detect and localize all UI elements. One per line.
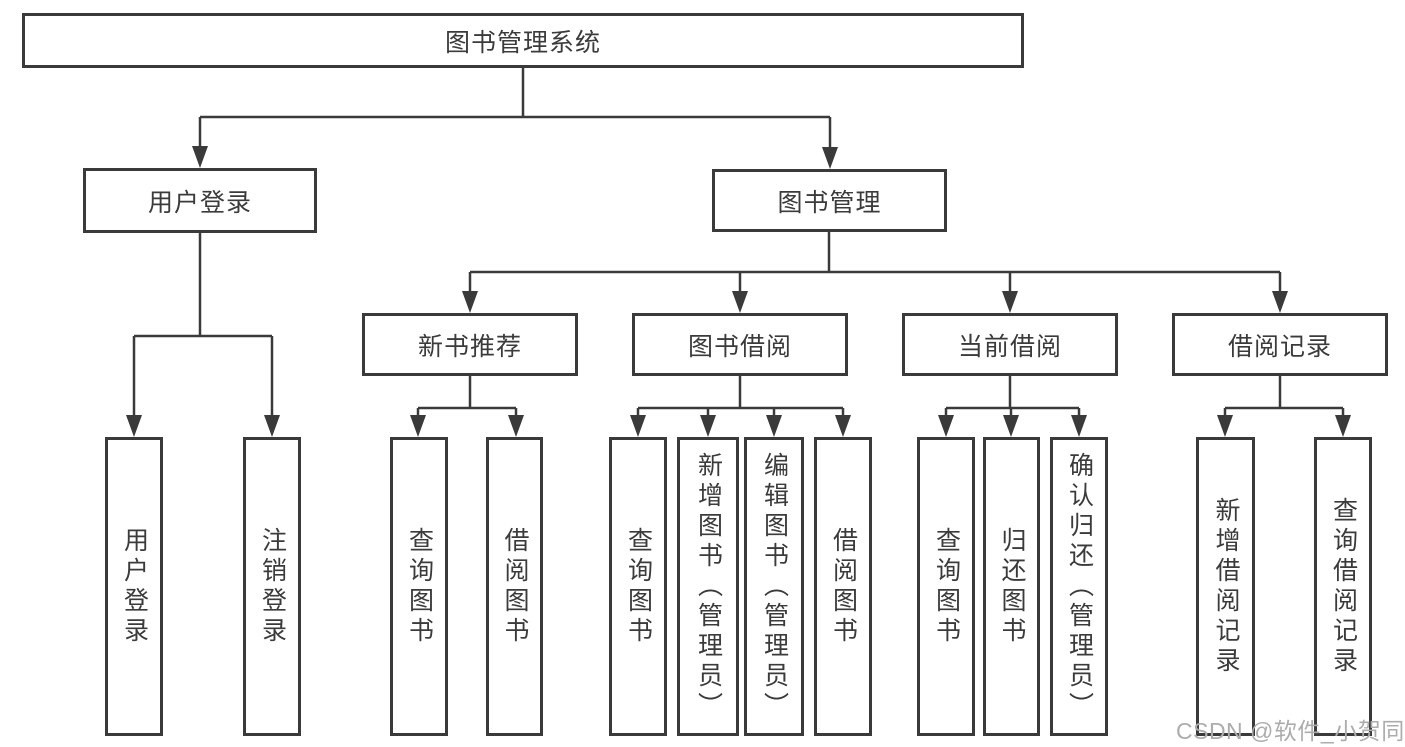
node-book-management: 图书管理: [712, 169, 947, 232]
node-label: 图书借阅: [687, 332, 792, 361]
leaf-label: 注销登录: [258, 526, 287, 647]
leaf-label: 查询借阅记录: [1329, 496, 1358, 677]
leaf-query-books-current: 查询图书: [917, 437, 975, 736]
leaf-user-login: 用户登录: [105, 437, 163, 736]
leaf-label: 查询图书: [624, 526, 653, 647]
node-book-borrowing: 图书借阅: [632, 313, 848, 376]
leaf-label: 用户登录: [120, 526, 149, 647]
leaf-borrow-books: 借阅图书: [814, 437, 872, 736]
node-label: 图书管理系统: [444, 28, 601, 57]
node-new-book-recommend: 新书推荐: [362, 313, 578, 376]
leaf-label: 编辑图书（管理员）: [760, 451, 789, 722]
leaf-label: 确认归还（管理员）: [1065, 451, 1094, 722]
leaf-add-book-admin: 新增图书（管理员）: [677, 437, 739, 736]
leaf-return-books: 归还图书: [983, 437, 1040, 736]
leaf-label: 查询图书: [405, 526, 434, 647]
node-borrow-records: 借阅记录: [1172, 313, 1388, 376]
leaf-label: 查询图书: [932, 526, 961, 647]
leaf-label: 新增借阅记录: [1212, 496, 1240, 677]
leaf-borrow-books-recommend: 借阅图书: [486, 437, 543, 736]
leaf-query-books-borrowing: 查询图书: [609, 437, 667, 736]
csdn-watermark: CSDN @软件_小贺同学: [1176, 718, 1405, 744]
leaf-label: 新增图书（管理员）: [694, 451, 723, 722]
node-label: 当前借阅: [957, 332, 1062, 361]
node-label: 新书推荐: [417, 332, 522, 361]
node-user-login: 用户登录: [83, 168, 317, 233]
leaf-label: 归还图书: [998, 526, 1026, 647]
node-library-system: 图书管理系统: [22, 13, 1024, 68]
node-label: 借阅记录: [1227, 332, 1332, 361]
leaf-logout: 注销登录: [243, 437, 301, 736]
leaf-query-books-recommend: 查询图书: [390, 437, 448, 736]
leaf-add-borrow-record: 新增借阅记录: [1196, 437, 1255, 736]
node-label: 图书管理: [777, 188, 882, 217]
node-label: 用户登录: [147, 188, 252, 217]
leaf-query-borrow-record: 查询借阅记录: [1314, 437, 1372, 736]
leaf-edit-book-admin: 编辑图书（管理员）: [744, 437, 804, 736]
leaf-label: 借阅图书: [829, 526, 858, 647]
arrowheads: [126, 146, 1351, 437]
node-current-borrowing: 当前借阅: [902, 313, 1118, 376]
leaf-confirm-return-admin: 确认归还（管理员）: [1050, 437, 1108, 736]
leaf-label: 借阅图书: [501, 526, 529, 647]
